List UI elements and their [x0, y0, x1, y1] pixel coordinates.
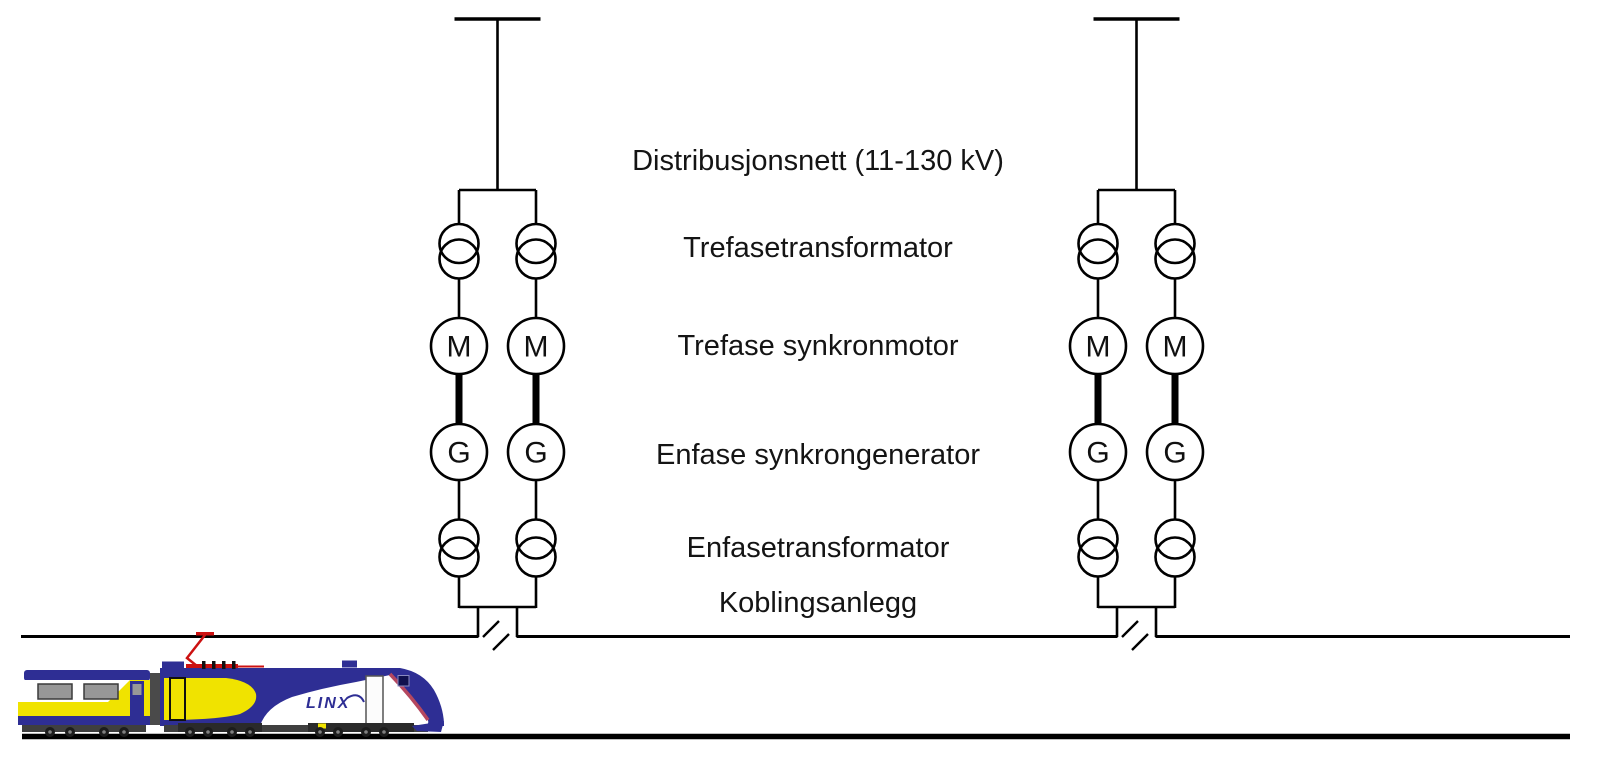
- break-slash: [482, 620, 500, 638]
- break-slash: [492, 633, 510, 651]
- pantograph-insulators: [202, 661, 236, 669]
- cab-yellow-nose: [164, 678, 257, 720]
- train-logo: LINX: [306, 695, 350, 712]
- break-slash: [1121, 620, 1139, 638]
- cab-window: [397, 675, 410, 687]
- train-illustration: LINX: [18, 632, 444, 737]
- section-break-icon: [1121, 620, 1149, 651]
- bogie: [178, 723, 262, 732]
- power-car: LINX: [160, 660, 444, 737]
- undercarriage: [22, 725, 146, 732]
- gangway: [150, 673, 162, 725]
- power-car-door: [365, 675, 384, 725]
- wheel-hubs: [48, 730, 126, 734]
- section-break-icon: [482, 620, 510, 651]
- bogie-marker: [318, 723, 326, 729]
- undercarriage: [164, 725, 428, 732]
- roof-equipment-box: [162, 661, 184, 669]
- car-body-yellow: [18, 680, 150, 720]
- converter-station-east: [1070, 19, 1203, 637]
- pantograph-arm: [185, 634, 206, 667]
- passenger-car: [18, 670, 150, 737]
- car-window: [37, 683, 73, 700]
- car-window: [83, 683, 119, 700]
- roof-equipment-box: [342, 660, 357, 668]
- car-roof: [24, 670, 150, 681]
- door-window: [132, 684, 142, 695]
- break-slash: [1131, 633, 1149, 651]
- nose-skirt: [412, 721, 444, 732]
- pantograph-head: [196, 632, 214, 636]
- cab-door-frame: [169, 677, 186, 721]
- wheel-hubs: [188, 730, 386, 734]
- nose-stripe: [388, 672, 430, 721]
- bogie: [308, 723, 414, 732]
- logo-swoosh: [346, 694, 365, 703]
- converter-station-west: [431, 19, 564, 637]
- pantograph-icon: [185, 632, 264, 669]
- car-skirt: [18, 716, 150, 725]
- body-white-swoosh: [260, 675, 429, 726]
